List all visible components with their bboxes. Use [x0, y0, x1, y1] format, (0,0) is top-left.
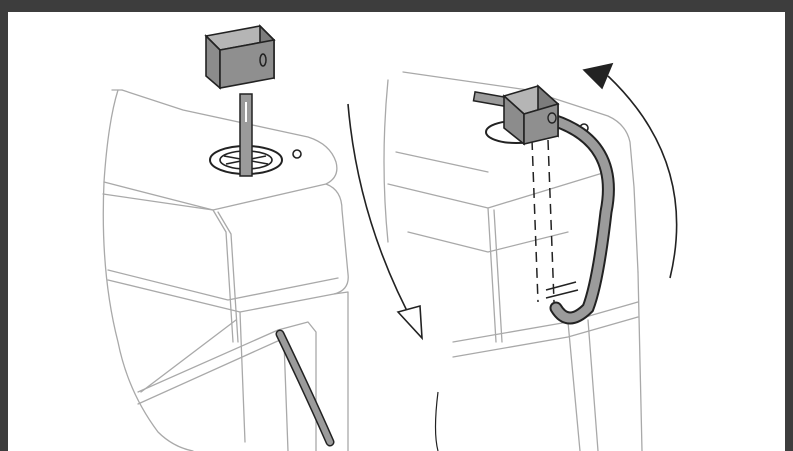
housing-slot-right — [567, 321, 581, 451]
housing-seam-right — [407, 231, 569, 253]
screw-hole-icon — [292, 149, 302, 159]
housing-lower-line-right — [452, 301, 639, 343]
background-arc — [434, 391, 439, 451]
housing-slot-right-2 — [587, 319, 599, 451]
housing-lower-line-right-2 — [452, 316, 639, 358]
frame-left-border — [0, 0, 8, 451]
right-connector-block — [502, 84, 560, 146]
housing-lower-edge — [239, 311, 246, 443]
installation-illustration — [8, 12, 785, 451]
housing-top-front-line — [103, 181, 214, 211]
hidden-cable-path — [531, 139, 555, 303]
left-cable-port — [209, 145, 302, 175]
frame-right-border — [785, 0, 793, 451]
left-panel — [102, 89, 349, 451]
rotation-arrow-icon — [347, 103, 423, 341]
cable-slot — [277, 321, 317, 451]
housing-front-edge-right-2 — [493, 209, 503, 343]
housing-right-edge-right — [637, 271, 643, 451]
housing-top-surface-right — [402, 71, 639, 273]
frame-top-bar — [0, 0, 793, 12]
housing-right-edge — [333, 291, 349, 451]
housing-top-mid-right — [395, 151, 489, 173]
left-cable-vertical — [239, 93, 253, 177]
housing-seam — [107, 269, 339, 301]
housing-panel-line-2 — [137, 339, 281, 405]
right-cable-loop — [548, 115, 613, 323]
housing-front-edge-2 — [217, 211, 239, 343]
housing-front-edge-right — [487, 207, 497, 343]
rotation-arrow-icon — [582, 62, 678, 279]
cable-clip-lines — [545, 281, 579, 299]
housing-lower-panel-line — [140, 319, 237, 393]
left-connector-assembly — [204, 24, 276, 177]
illustration-svg — [102, 24, 678, 451]
left-connector-block — [204, 24, 276, 90]
housing-panel-line — [137, 329, 279, 393]
housing-front-edge — [212, 209, 234, 343]
housing-top-surface — [102, 89, 338, 211]
left-exit-cable — [277, 331, 333, 445]
housing-top-front-right — [387, 171, 607, 209]
housing-outline-curve — [102, 89, 194, 451]
housing-side-panel — [107, 183, 349, 313]
cable-slot-inner — [283, 341, 289, 451]
housing-left-curve-right — [383, 79, 389, 243]
